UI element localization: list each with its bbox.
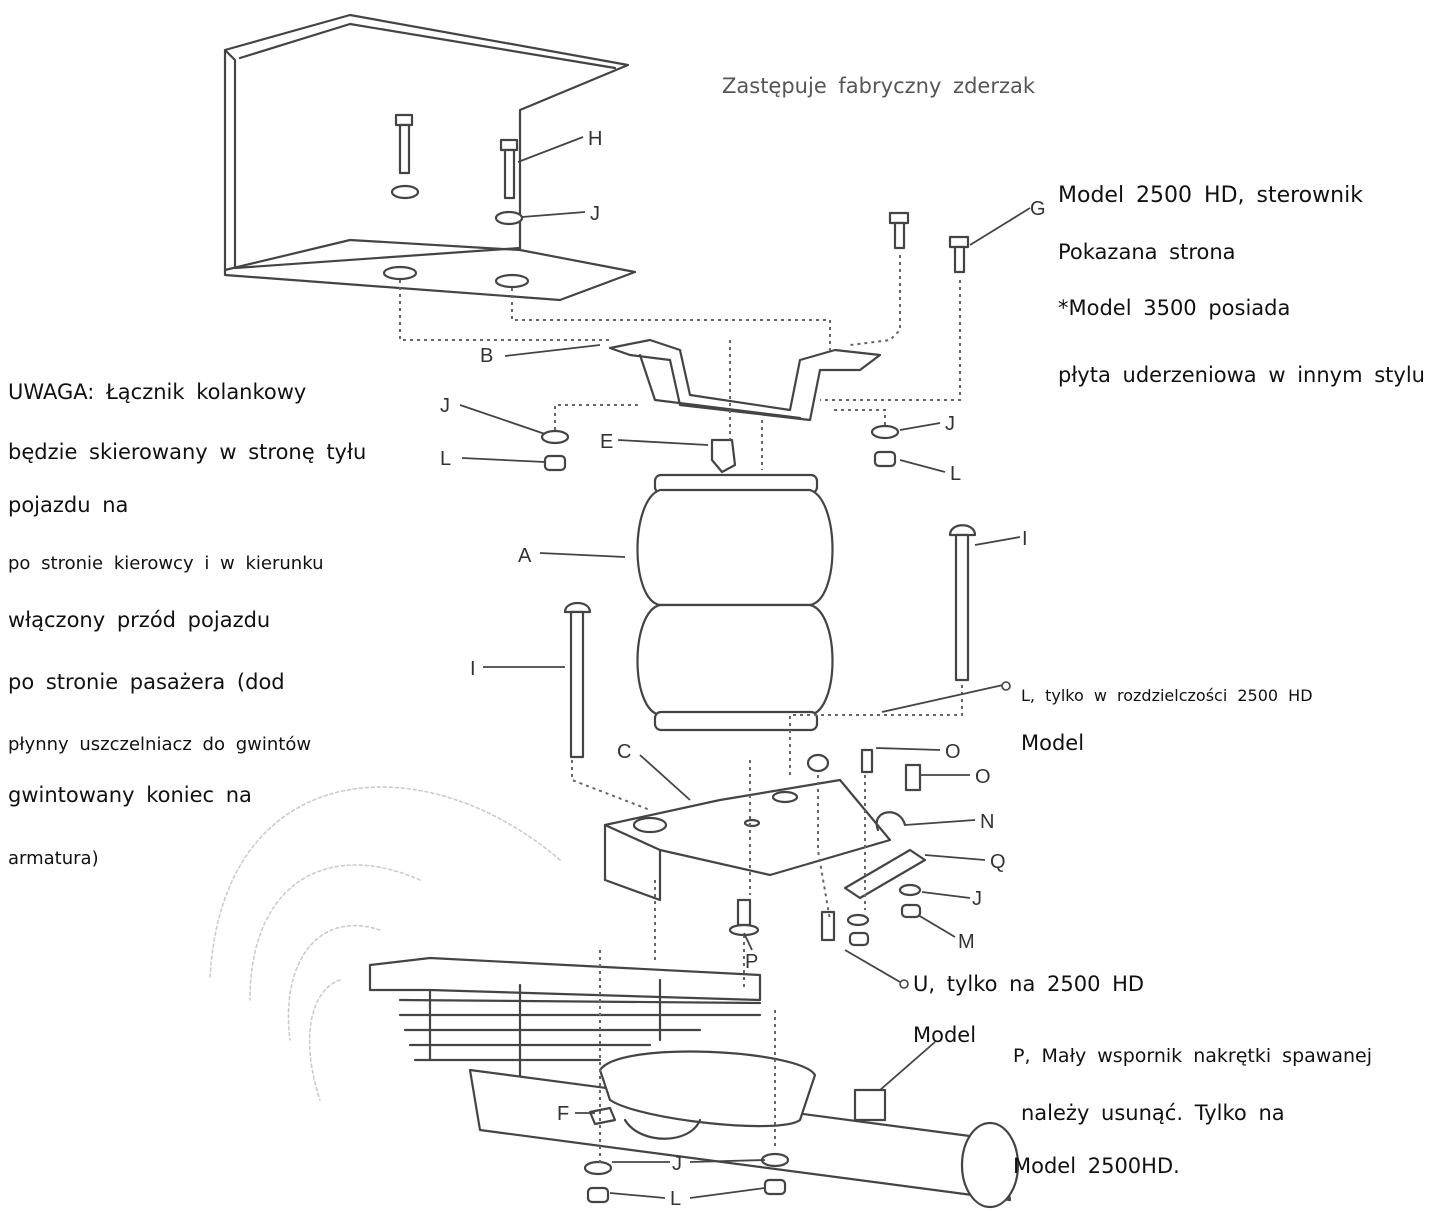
note-u-line: U, tylko na 2500 HD — [913, 972, 1145, 996]
part-label-f: F — [557, 1103, 569, 1125]
bracket-b — [608, 338, 882, 422]
part-label-i: I — [1022, 528, 1028, 550]
air-spring-a — [636, 473, 834, 732]
part-label-j: J — [590, 203, 600, 225]
part-label-p: P — [745, 951, 758, 973]
model-note-line: *Model 3500 posiada — [1058, 296, 1291, 320]
frame-rail — [223, 13, 637, 302]
part-label-l: L — [440, 448, 451, 470]
part-label-c: C — [617, 741, 631, 763]
note-p-line: należy usunąć. Tylko na — [1021, 1101, 1285, 1125]
caption-replaces-bumper: Zastępuje fabryczny zderzak — [722, 74, 1036, 98]
part-label-a: A — [518, 545, 532, 567]
part-label-b: B — [480, 345, 493, 367]
part-label-j: J — [972, 888, 982, 910]
warning-note-line: włączony przód pojazdu — [8, 608, 271, 632]
part-label-e: E — [600, 431, 613, 453]
bolt-g — [888, 211, 970, 274]
small-hardware — [728, 748, 927, 947]
warning-note-line: armatura) — [8, 848, 99, 869]
part-label-j: J — [672, 1153, 682, 1175]
leader-lines — [459, 136, 1031, 1199]
elbow-fitting-e — [710, 438, 737, 474]
note-u-line: Model — [913, 1023, 977, 1047]
note-l-line: L, tylko w rozdzielczości 2500 HD — [1021, 686, 1313, 705]
part-label-l: L — [670, 1188, 681, 1210]
washers-nuts-upper — [540, 424, 900, 472]
part-label-m: M — [958, 931, 975, 953]
warning-note-line: po stronie pasażera (dod — [8, 670, 285, 694]
warning-note-line: pojazdu na — [8, 493, 129, 517]
bolt-h — [390, 113, 524, 226]
part-labels: H J G B J L E J L A I I C O O N Q J M P … — [440, 128, 1046, 1210]
leaf-spring — [368, 956, 762, 1082]
part-label-i: I — [470, 658, 476, 680]
model-note-line: Pokazana strona — [1058, 240, 1236, 264]
warning-note-line: UWAGA: Łącznik kolankowy — [8, 380, 307, 404]
model-note-line: płyta uderzeniowa w innym stylu — [1058, 363, 1425, 387]
part-label-l: L — [950, 463, 961, 485]
part-label-o: O — [975, 766, 991, 788]
note-l-line: Model — [1021, 731, 1085, 755]
washers-nuts-lower — [583, 1106, 790, 1204]
axle — [468, 1050, 1020, 1209]
assembly-guides — [399, 255, 963, 1165]
warning-note-line: płynny uszczelniacz do gwintów — [8, 734, 312, 755]
lower-plate-c — [603, 778, 892, 902]
note-p-line: P, Mały wspornik nakrętki spawanej — [1013, 1045, 1372, 1067]
model-note-line: Model 2500 HD, sterownik — [1058, 183, 1363, 208]
part-label-n: N — [980, 811, 994, 833]
warning-note-line: będzie skierowany w stronę tyłu — [8, 440, 367, 464]
note-p-line: Model 2500HD. — [1013, 1154, 1180, 1178]
part-label-o: O — [945, 741, 961, 763]
warning-note-line: po stronie kierowcy i w kierunku — [8, 553, 324, 574]
wheel-arcs — [209, 786, 561, 1101]
part-label-q: Q — [990, 851, 1006, 873]
part-label-j: J — [440, 395, 450, 417]
carriage-bolt-i — [563, 524, 977, 759]
part-label-h: H — [588, 128, 602, 150]
warning-note-line: gwintowany koniec na — [8, 783, 252, 807]
part-label-j: J — [945, 413, 955, 435]
part-label-g: G — [1030, 198, 1046, 220]
